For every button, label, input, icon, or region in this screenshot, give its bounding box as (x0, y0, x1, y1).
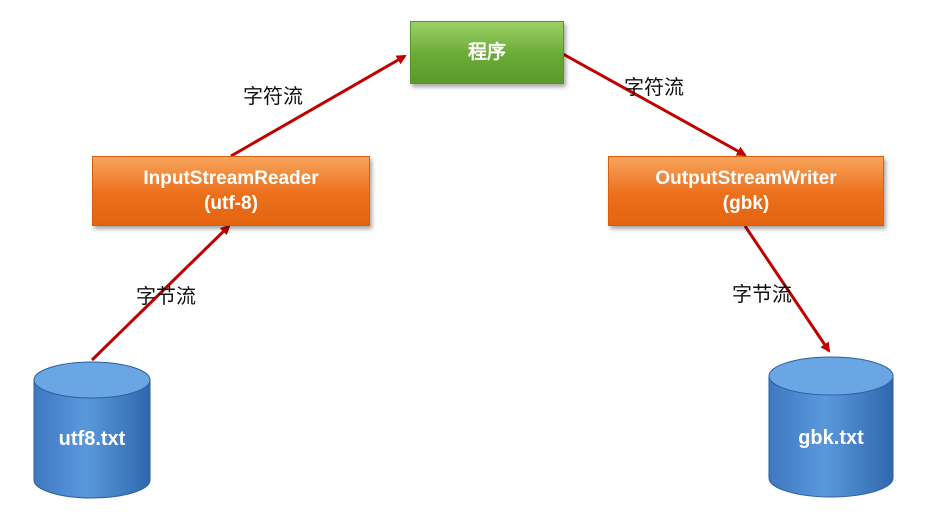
source-file-node: utf8.txt (34, 362, 150, 498)
reader-class-label: InputStreamReader (143, 168, 319, 189)
arrow-reader-to-program (230, 54, 407, 158)
arrow-writer-to-file (743, 225, 831, 353)
reader-charset-label: (utf-8) (204, 193, 258, 214)
target-file-cylinder (768, 356, 894, 498)
arrow-file-to-reader (90, 224, 231, 362)
program-label: 程序 (467, 42, 506, 63)
edge-label-file-to-reader: 字节流 (136, 284, 196, 308)
target-file-node: gbk.txt (769, 357, 893, 497)
source-file-label: utf8.txt (58, 428, 126, 450)
input-stream-reader-node: InputStreamReader (utf-8) (92, 156, 370, 226)
output-stream-writer-node: OutputStreamWriter (gbk) (608, 156, 884, 226)
edge-label-program-to-writer: 字符流 (624, 75, 684, 99)
arrow-program-to-writer (562, 52, 747, 157)
program-node: 程序 (410, 21, 564, 84)
edge-label-writer-to-file: 字节流 (732, 282, 792, 306)
source-file-cylinder (33, 361, 151, 499)
edge-label-reader-to-program: 字符流 (243, 84, 303, 108)
writer-charset-label: (gbk) (722, 193, 770, 214)
target-file-label: gbk.txt (798, 427, 864, 449)
writer-class-label: OutputStreamWriter (655, 168, 837, 189)
